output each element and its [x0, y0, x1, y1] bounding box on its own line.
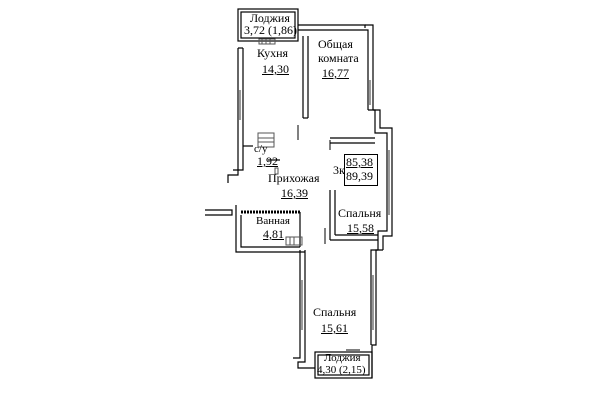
room-name-bathroom: Ванная	[256, 215, 290, 227]
outer-wall-east	[368, 109, 393, 378]
room-name-bedroom-2: Спальня	[313, 305, 357, 319]
room-area-bathroom: 4,81	[263, 227, 284, 241]
area-info-box: 85,38 89,39	[344, 154, 378, 186]
outer-wall-southwest	[293, 250, 315, 369]
total-area: 85,38	[346, 155, 373, 169]
room-name-loggia-top: Лоджия	[250, 11, 290, 25]
room-name-hall: Прихожая	[268, 171, 320, 185]
room-area-loggia-bottom: 4,30 (2,15)	[317, 364, 366, 376]
bathroom-walls	[205, 205, 305, 253]
room-area-loggia-top: 3,72 (1,86)	[244, 23, 297, 37]
outer-wall-west	[227, 47, 244, 183]
apartment-type: 3к	[333, 163, 345, 177]
room-area-bedroom-1: 15,58	[347, 221, 374, 235]
room-area-kitchen: 14,30	[262, 62, 289, 76]
outer-wall-north	[298, 24, 374, 110]
room-name-common-line1: Общая	[318, 37, 353, 51]
room-area-hall: 16,39	[281, 186, 308, 200]
room-area-common: 16,77	[322, 66, 349, 80]
bathroom-fixture	[285, 236, 303, 246]
room-name-loggia-bottom: Лоджия	[324, 352, 361, 364]
kitchen-counter	[258, 38, 276, 45]
room-area-wc: 1,92	[257, 154, 278, 168]
room-name-wc: с/у	[254, 143, 268, 155]
windows	[239, 80, 390, 330]
loggia-bottom-walls	[314, 351, 373, 379]
room-name-common-line2: комната	[318, 51, 359, 65]
interior-walls	[243, 36, 378, 241]
door-marks	[297, 125, 360, 351]
room-name-kitchen: Кухня	[257, 46, 289, 60]
toilet-fixtures	[257, 132, 279, 175]
room-name-bedroom-1: Спальня	[338, 206, 382, 220]
room-area-bedroom-2: 15,61	[321, 321, 348, 335]
total-area-with-loggias: 89,39	[346, 169, 373, 183]
